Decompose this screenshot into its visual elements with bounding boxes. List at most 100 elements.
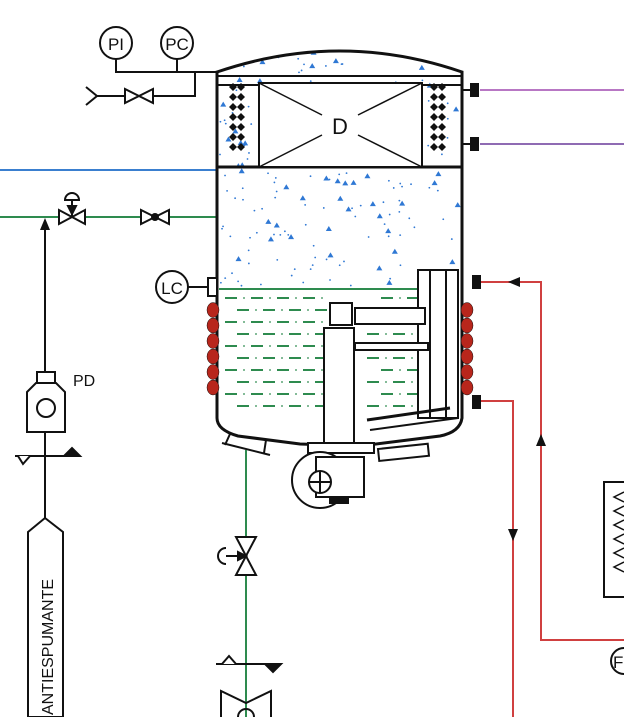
foam-bubble (342, 180, 349, 186)
liquid-dot (321, 393, 323, 395)
foam-dot (298, 71, 300, 74)
foam-dot (303, 63, 305, 66)
foam-dot (410, 183, 412, 186)
liquid-dot (269, 297, 271, 299)
foam-dot (259, 283, 262, 286)
liquid-dot (321, 321, 323, 323)
pd-label: PD (73, 373, 95, 390)
liquid-dot (281, 381, 283, 383)
liquid-dot (243, 297, 245, 299)
foam-dot (311, 264, 314, 267)
foam-dot (267, 172, 269, 175)
lc-label: LC (161, 279, 183, 298)
liquid-dot (281, 357, 283, 359)
foam-dot (399, 264, 402, 267)
foam-bubble (242, 140, 249, 146)
foam-dot (399, 182, 402, 185)
coil-node (237, 123, 245, 131)
foam-bubble (350, 179, 357, 185)
flow-arrow-down (508, 529, 518, 541)
foam-dot (345, 172, 348, 175)
liquid-dot (307, 309, 309, 311)
foam-dot (250, 123, 253, 125)
heat-exchanger (603, 481, 624, 598)
nozzle-jacket-outlet (472, 395, 481, 409)
foam-dot (283, 230, 286, 233)
liquid-dot (295, 345, 297, 347)
foam-bubble (376, 265, 383, 271)
antifoam-tank-label: ANTIESPUMANTE (40, 579, 57, 715)
foam-dot (274, 177, 277, 179)
foam-dot (322, 207, 325, 209)
foam-dot (401, 185, 403, 188)
coil-node (438, 93, 446, 101)
foam-dot (237, 280, 240, 283)
liquid-dot (399, 369, 401, 371)
liquid-dot (385, 333, 387, 335)
vent-valve (124, 87, 154, 105)
liquid-dot (295, 297, 297, 299)
coil-node (438, 83, 446, 91)
heating-jacket-right (460, 302, 474, 396)
coil-node (237, 103, 245, 111)
foam-dot (242, 65, 245, 68)
coil-node (430, 133, 438, 141)
foam-dot (249, 236, 251, 239)
foam-bubble (236, 76, 243, 82)
foam-dot (398, 199, 401, 202)
liquid-dot (269, 345, 271, 347)
liquid-dot (295, 393, 297, 395)
liquid-dashes (225, 297, 427, 407)
foam-dot (338, 173, 341, 176)
foam-bubble (435, 171, 442, 177)
foam-bubble (288, 234, 295, 240)
liquid-dot (411, 357, 413, 359)
foam-bubble (273, 222, 280, 228)
foam-dot (242, 198, 244, 201)
foam-dot (436, 189, 439, 192)
flow-arrow-antifoam (40, 218, 50, 230)
foam-bubble (399, 200, 406, 206)
foam-dot (309, 268, 312, 271)
liquid-dot (321, 345, 323, 347)
jacket-return-line (481, 281, 624, 641)
foam-dot (241, 44, 243, 46)
foam-dot (235, 89, 238, 92)
jacket-bump (460, 348, 474, 365)
foam-dot (427, 144, 430, 147)
foam-dot (392, 187, 395, 189)
foam-bubble (256, 78, 263, 84)
foam-dot (341, 63, 344, 65)
hx-tube (612, 491, 624, 503)
foam-bubble (454, 202, 461, 208)
foam-dot (383, 223, 386, 226)
liquid-dot (307, 357, 309, 359)
jacket-bump (206, 364, 220, 380)
antifoam-manual-valve (140, 208, 170, 226)
flow-arrow-up (536, 434, 546, 446)
foam-dot (304, 223, 307, 226)
foam-dot (219, 153, 221, 156)
foam-dot (247, 262, 250, 265)
foam-bubble (325, 225, 332, 231)
foam-dot (273, 181, 276, 184)
foam-dot (297, 57, 300, 60)
foam-bubble (386, 279, 393, 285)
liquid-dot (281, 333, 283, 335)
liquid-dot (255, 309, 257, 311)
foam-bubble (299, 195, 306, 201)
jacket-bump (206, 348, 220, 365)
foam-dot (302, 281, 305, 284)
coil-node (438, 113, 446, 121)
liquid-dot (281, 309, 283, 311)
foam-dot (224, 174, 226, 177)
foam-bubble (237, 140, 244, 146)
coil-node (229, 103, 237, 111)
foam-dot (240, 284, 243, 287)
foam-dot (224, 277, 227, 280)
cooling-coil-right (430, 83, 446, 151)
foam-dot (367, 236, 370, 238)
foam-dot (240, 55, 243, 58)
foam-dot (223, 119, 226, 122)
